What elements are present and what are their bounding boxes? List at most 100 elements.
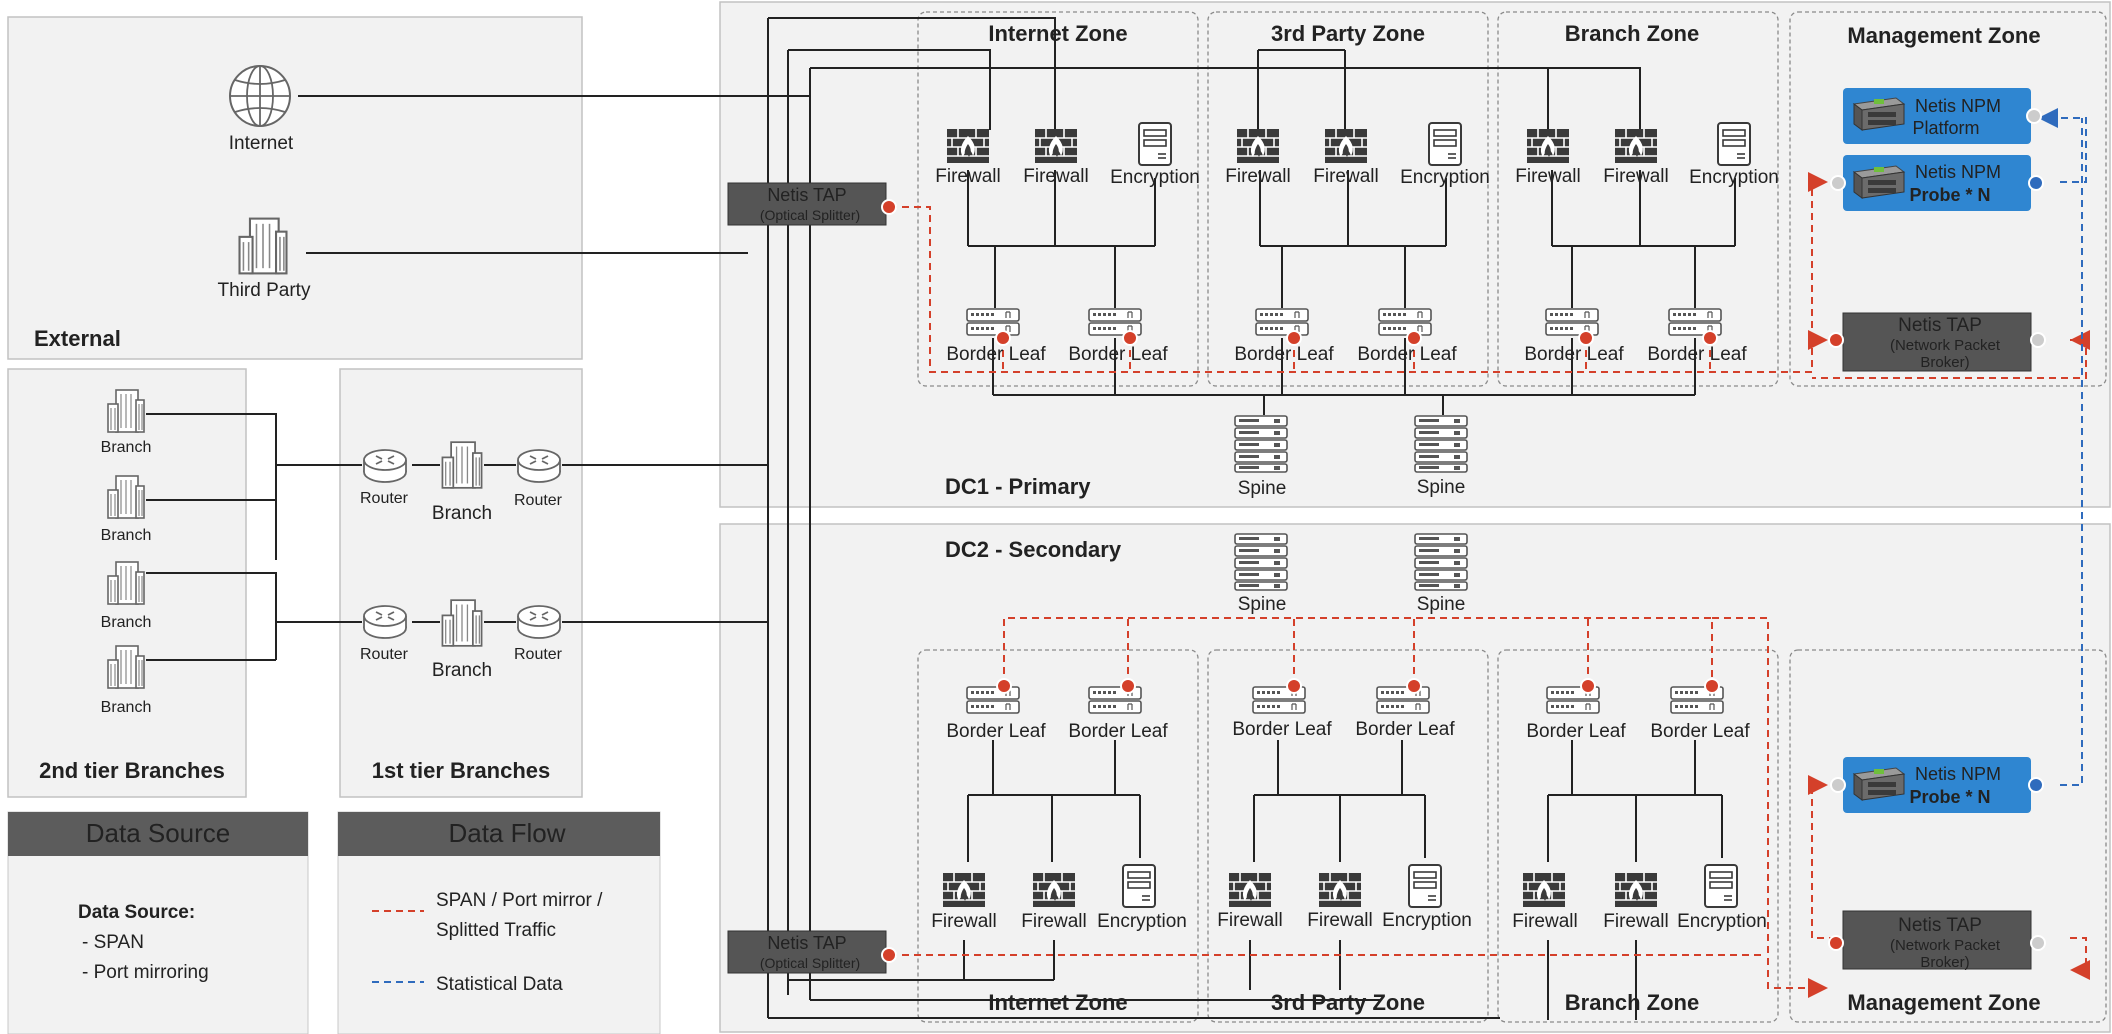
npm-probe-title: Netis NPM [1915,162,2001,182]
dc1-devices: Firewall Firewall Encryption Firewall Fi… [935,122,1779,499]
flow-span-line2: Splitted Traffic [436,920,556,941]
firewall-label: Firewall [1307,910,1372,931]
encryption-label: Encryption [1677,911,1767,932]
border-leaf-label: Border Leaf [1068,721,1168,742]
spine-icon [1234,533,1288,591]
router-icon [517,449,561,483]
spine-icon [1414,533,1468,591]
dc2-branch-zone-title: Branch Zone [1565,990,1699,1015]
firewall-icon [946,128,990,164]
router-label: Router [514,492,563,509]
tier2-branch-4: Branch [101,645,152,716]
npm-probe-title: Netis NPM [1915,764,2001,784]
spine-label: Spine [1238,594,1287,615]
firewall-icon [1614,872,1658,908]
router-label: Router [360,646,409,663]
external-panel [7,16,583,360]
tier1-panel [339,368,583,798]
encryption-icon [1428,122,1462,166]
dc1-3rd-party-zone-box [1207,11,1489,387]
npm-platform-title: Netis NPM [1915,96,2001,116]
firewall-label: Firewall [1021,911,1086,932]
spine-label: Spine [1417,594,1466,615]
firewall-icon [1614,128,1658,164]
tap-broker-line1: (Network Packet [1890,337,2001,354]
branch-label: Branch [101,527,152,544]
router-icon [517,605,561,639]
branch-label: Branch [432,503,492,524]
appliance-icon [1853,97,1905,131]
spine-label: Spine [1238,478,1287,499]
data-source-title: Data Source: [78,902,195,923]
border-leaf-label: Border Leaf [1524,344,1624,365]
dc2-management-zone-box [1789,649,2107,1023]
dc1-management-zone-box [1789,11,2107,387]
spine-icon [1234,415,1288,473]
netis-tap-optical-dc2: Netis TAP (Optical Splitter) [727,930,897,974]
firewall-label: Firewall [1512,911,1577,932]
firewall-icon [1236,128,1280,164]
router-label: Router [360,490,409,507]
border-leaf-label: Border Leaf [1355,719,1455,740]
firewall-icon [1228,872,1272,908]
firewall-icon [1522,872,1566,908]
appliance-icon [1853,767,1905,801]
firewall-icon [1324,128,1368,164]
firewall-label: Firewall [1225,166,1290,187]
dc2-devices: Spine Spine Border Leaf Border Leaf Bord… [931,533,1767,932]
firewall-label: Firewall [931,911,996,932]
firewall-label: Firewall [1603,166,1668,187]
netis-tap-optical-dc1: Netis TAP (Optical Splitter) [727,182,897,226]
border-leaf-label: Border Leaf [1234,344,1334,365]
internet-label: Internet [229,133,294,154]
npm-probe-subtitle: Probe * N [1909,787,1990,807]
encryption-icon [1138,122,1172,166]
dc2-internet-zone-box [917,649,1199,1023]
dc1-3rd-party-zone-title: 3rd Party Zone [1271,21,1425,46]
firewall-icon [1526,128,1570,164]
npm-platform-dc1: Netis NPM Platform [1843,88,2042,144]
tap-broker-line2: Broker) [1920,954,1969,971]
branch-label: Branch [101,699,152,716]
tier2-title: 2nd tier Branches [39,758,225,783]
encryption-label: Encryption [1689,167,1779,188]
router-icon [363,605,407,639]
globe-icon [229,65,291,127]
third-party-label: Third Party [218,280,311,301]
border-leaf-label: Border Leaf [1357,344,1457,365]
firewall-label: Firewall [1023,166,1088,187]
firewall-icon [1032,872,1076,908]
data-flow-header-bar [338,812,660,856]
tap-broker-title: Netis TAP [1898,915,1982,936]
tier2-branch-1: Branch [101,389,151,456]
tap-broker-title: Netis TAP [1898,315,1982,336]
npm-probe-subtitle: Probe * N [1909,185,1990,205]
firewall-label: Firewall [935,166,1000,187]
border-leaf-label: Border Leaf [1232,719,1332,740]
encryption-icon [1408,864,1442,908]
border-leaf-label: Border Leaf [1526,721,1626,742]
dc2-3rd-party-zone-title: 3rd Party Zone [1271,990,1425,1015]
data-source-item-span: - SPAN [82,932,144,953]
router-label: Router [514,646,563,663]
dc1-management-zone-title: Management Zone [1847,23,2040,48]
tap-subtitle: (Optical Splitter) [760,955,860,971]
border-leaf-label: Border Leaf [946,344,1046,365]
dc2-branch-zone-box [1497,649,1779,1023]
firewall-label: Firewall [1217,910,1282,931]
border-leaf-label: Border Leaf [1647,344,1747,365]
encryption-label: Encryption [1400,167,1490,188]
dc1-branch-zone-box [1497,11,1779,387]
encryption-icon [1122,864,1156,908]
tap-title: Netis TAP [767,185,846,205]
branch-label: Branch [432,660,492,681]
firewall-label: Firewall [1603,911,1668,932]
firewall-label: Firewall [1313,166,1378,187]
dc2-title: DC2 - Secondary [945,537,1122,562]
span-traffic-lines [890,172,2090,998]
branch-label: Branch [101,614,152,631]
spine-icon [1414,415,1468,473]
encryption-label: Encryption [1110,167,1200,188]
npm-platform-subtitle: Platform [1912,118,1979,138]
